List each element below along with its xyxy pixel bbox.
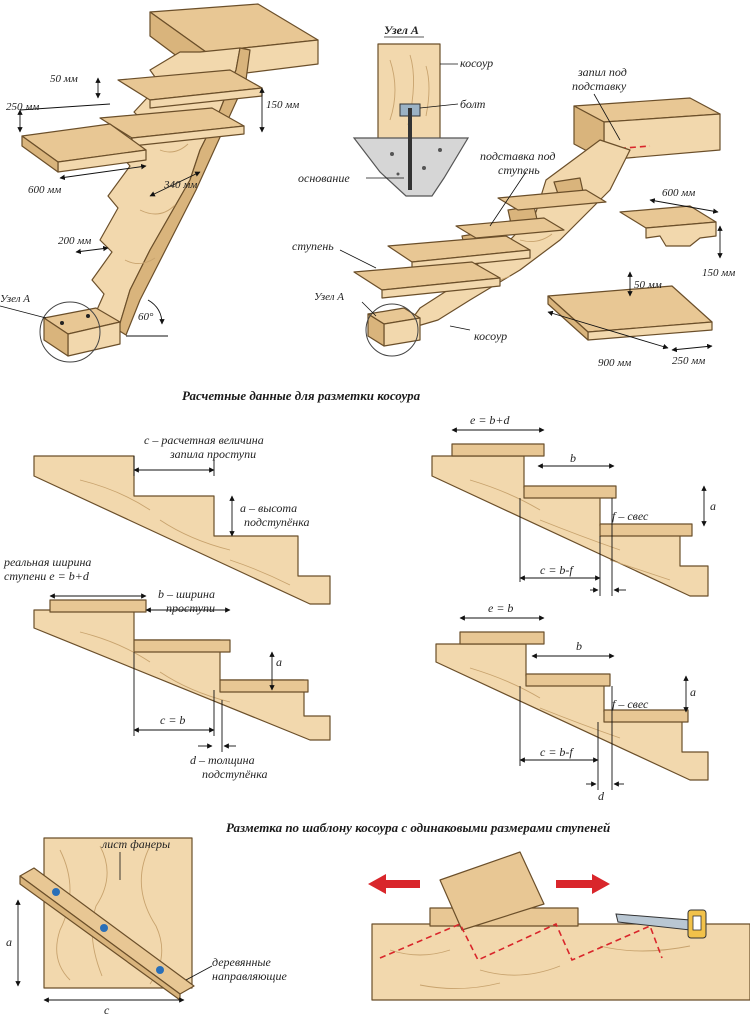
label-a-mrb: a bbox=[690, 685, 696, 699]
label-f-mrt: f – свес bbox=[612, 509, 649, 523]
label-c-mrb: c = b-f bbox=[540, 745, 574, 759]
label-a-bottom: a bbox=[6, 935, 12, 949]
bottom-right-marking bbox=[368, 851, 750, 1001]
mid-left-top: c – расчетная величина запила проступи a… bbox=[33, 433, 331, 605]
node-a-label-right: Узел А bbox=[314, 291, 344, 303]
label-real-2: ступени e = b+d bbox=[4, 569, 90, 583]
label-kosour-right: косоур bbox=[474, 329, 507, 343]
top-left-stair: 50 мм 150 мм 250 мм 600 мм 340 мм 200 мм… bbox=[0, 3, 319, 363]
label-base: основание bbox=[298, 171, 350, 185]
dim-600: 600 мм bbox=[28, 184, 61, 196]
node-a-detail: Узел А косоур болт основание bbox=[298, 23, 493, 197]
label-f-mrb: f – свес bbox=[612, 697, 649, 711]
dim-150-right: 150 мм bbox=[702, 267, 735, 279]
label-real-1: реальная ширина bbox=[3, 555, 91, 569]
label-c-bottom: c bbox=[104, 1003, 110, 1017]
label-podstavka-2: ступень bbox=[498, 163, 540, 177]
label-stupen: ступень bbox=[292, 239, 334, 253]
label-a-1: a – высота bbox=[240, 501, 297, 515]
label-d-mrb: d bbox=[598, 789, 605, 803]
mid-left-bottom: реальная ширина ступени e = b+d b – шири… bbox=[3, 555, 331, 781]
label-kosour-node: косоур bbox=[460, 56, 493, 70]
label-e-eq: e = b+d bbox=[470, 413, 511, 427]
label-zapil-1: запил под bbox=[577, 65, 627, 79]
label-plywood: лист фанеры bbox=[101, 837, 170, 851]
label-zapil-2: подставку bbox=[572, 79, 627, 93]
label-guides-2: направляющие bbox=[212, 969, 287, 983]
bottom-left-template: лист фанеры деревянные направляющие a c bbox=[6, 837, 287, 1017]
label-b-mrt: b bbox=[570, 451, 576, 465]
dim-250-right: 250 мм bbox=[672, 355, 705, 367]
node-a-label-left: Узел А bbox=[0, 293, 30, 305]
label-e-eq-b: e = b bbox=[488, 601, 513, 615]
section-title-2: Разметка по шаблону косоура с одинаковым… bbox=[226, 820, 610, 835]
top-right-stair: запил под подставку подставка под ступен… bbox=[292, 65, 735, 369]
label-b-1: b – ширина bbox=[158, 587, 215, 601]
label-b-mrb: b bbox=[576, 639, 582, 653]
section-title-1: Расчетные данные для разметки косоура bbox=[182, 388, 421, 403]
label-bolt: болт bbox=[460, 97, 486, 111]
label-c-2: запила проступи bbox=[169, 447, 256, 461]
angle-60: 60° bbox=[138, 311, 154, 323]
label-d-1: d – толщина bbox=[190, 753, 255, 767]
label-guides-1: деревянные bbox=[212, 955, 272, 969]
dim-340: 340 мм bbox=[163, 179, 197, 191]
dim-50: 50 мм bbox=[50, 73, 78, 85]
dim-200: 200 мм bbox=[58, 235, 91, 247]
label-a-mlb: a bbox=[276, 655, 282, 669]
label-c-eq-b: c = b bbox=[160, 713, 185, 727]
dim-600-right: 600 мм bbox=[662, 187, 695, 199]
label-a-2: подступёнка bbox=[244, 515, 310, 529]
mid-right-bottom: e = b b a f – свес c = b-f d bbox=[435, 601, 709, 803]
dim-150: 150 мм bbox=[266, 99, 299, 111]
label-a-mrt: a bbox=[710, 499, 716, 513]
label-podstavka-1: подставка под bbox=[480, 149, 556, 163]
label-c-mrt: c = b-f bbox=[540, 563, 574, 577]
dim-50-right: 50 мм bbox=[634, 279, 662, 291]
dim-250: 250 мм bbox=[6, 101, 39, 113]
label-d-2: подступёнка bbox=[202, 767, 268, 781]
dim-900: 900 мм bbox=[598, 357, 631, 369]
mid-right-top: e = b+d b a f – свес c = b-f bbox=[431, 413, 716, 597]
node-a-title: Узел А bbox=[384, 23, 419, 37]
label-b-2: проступи bbox=[166, 601, 215, 615]
label-c-1: c – расчетная величина bbox=[144, 433, 264, 447]
